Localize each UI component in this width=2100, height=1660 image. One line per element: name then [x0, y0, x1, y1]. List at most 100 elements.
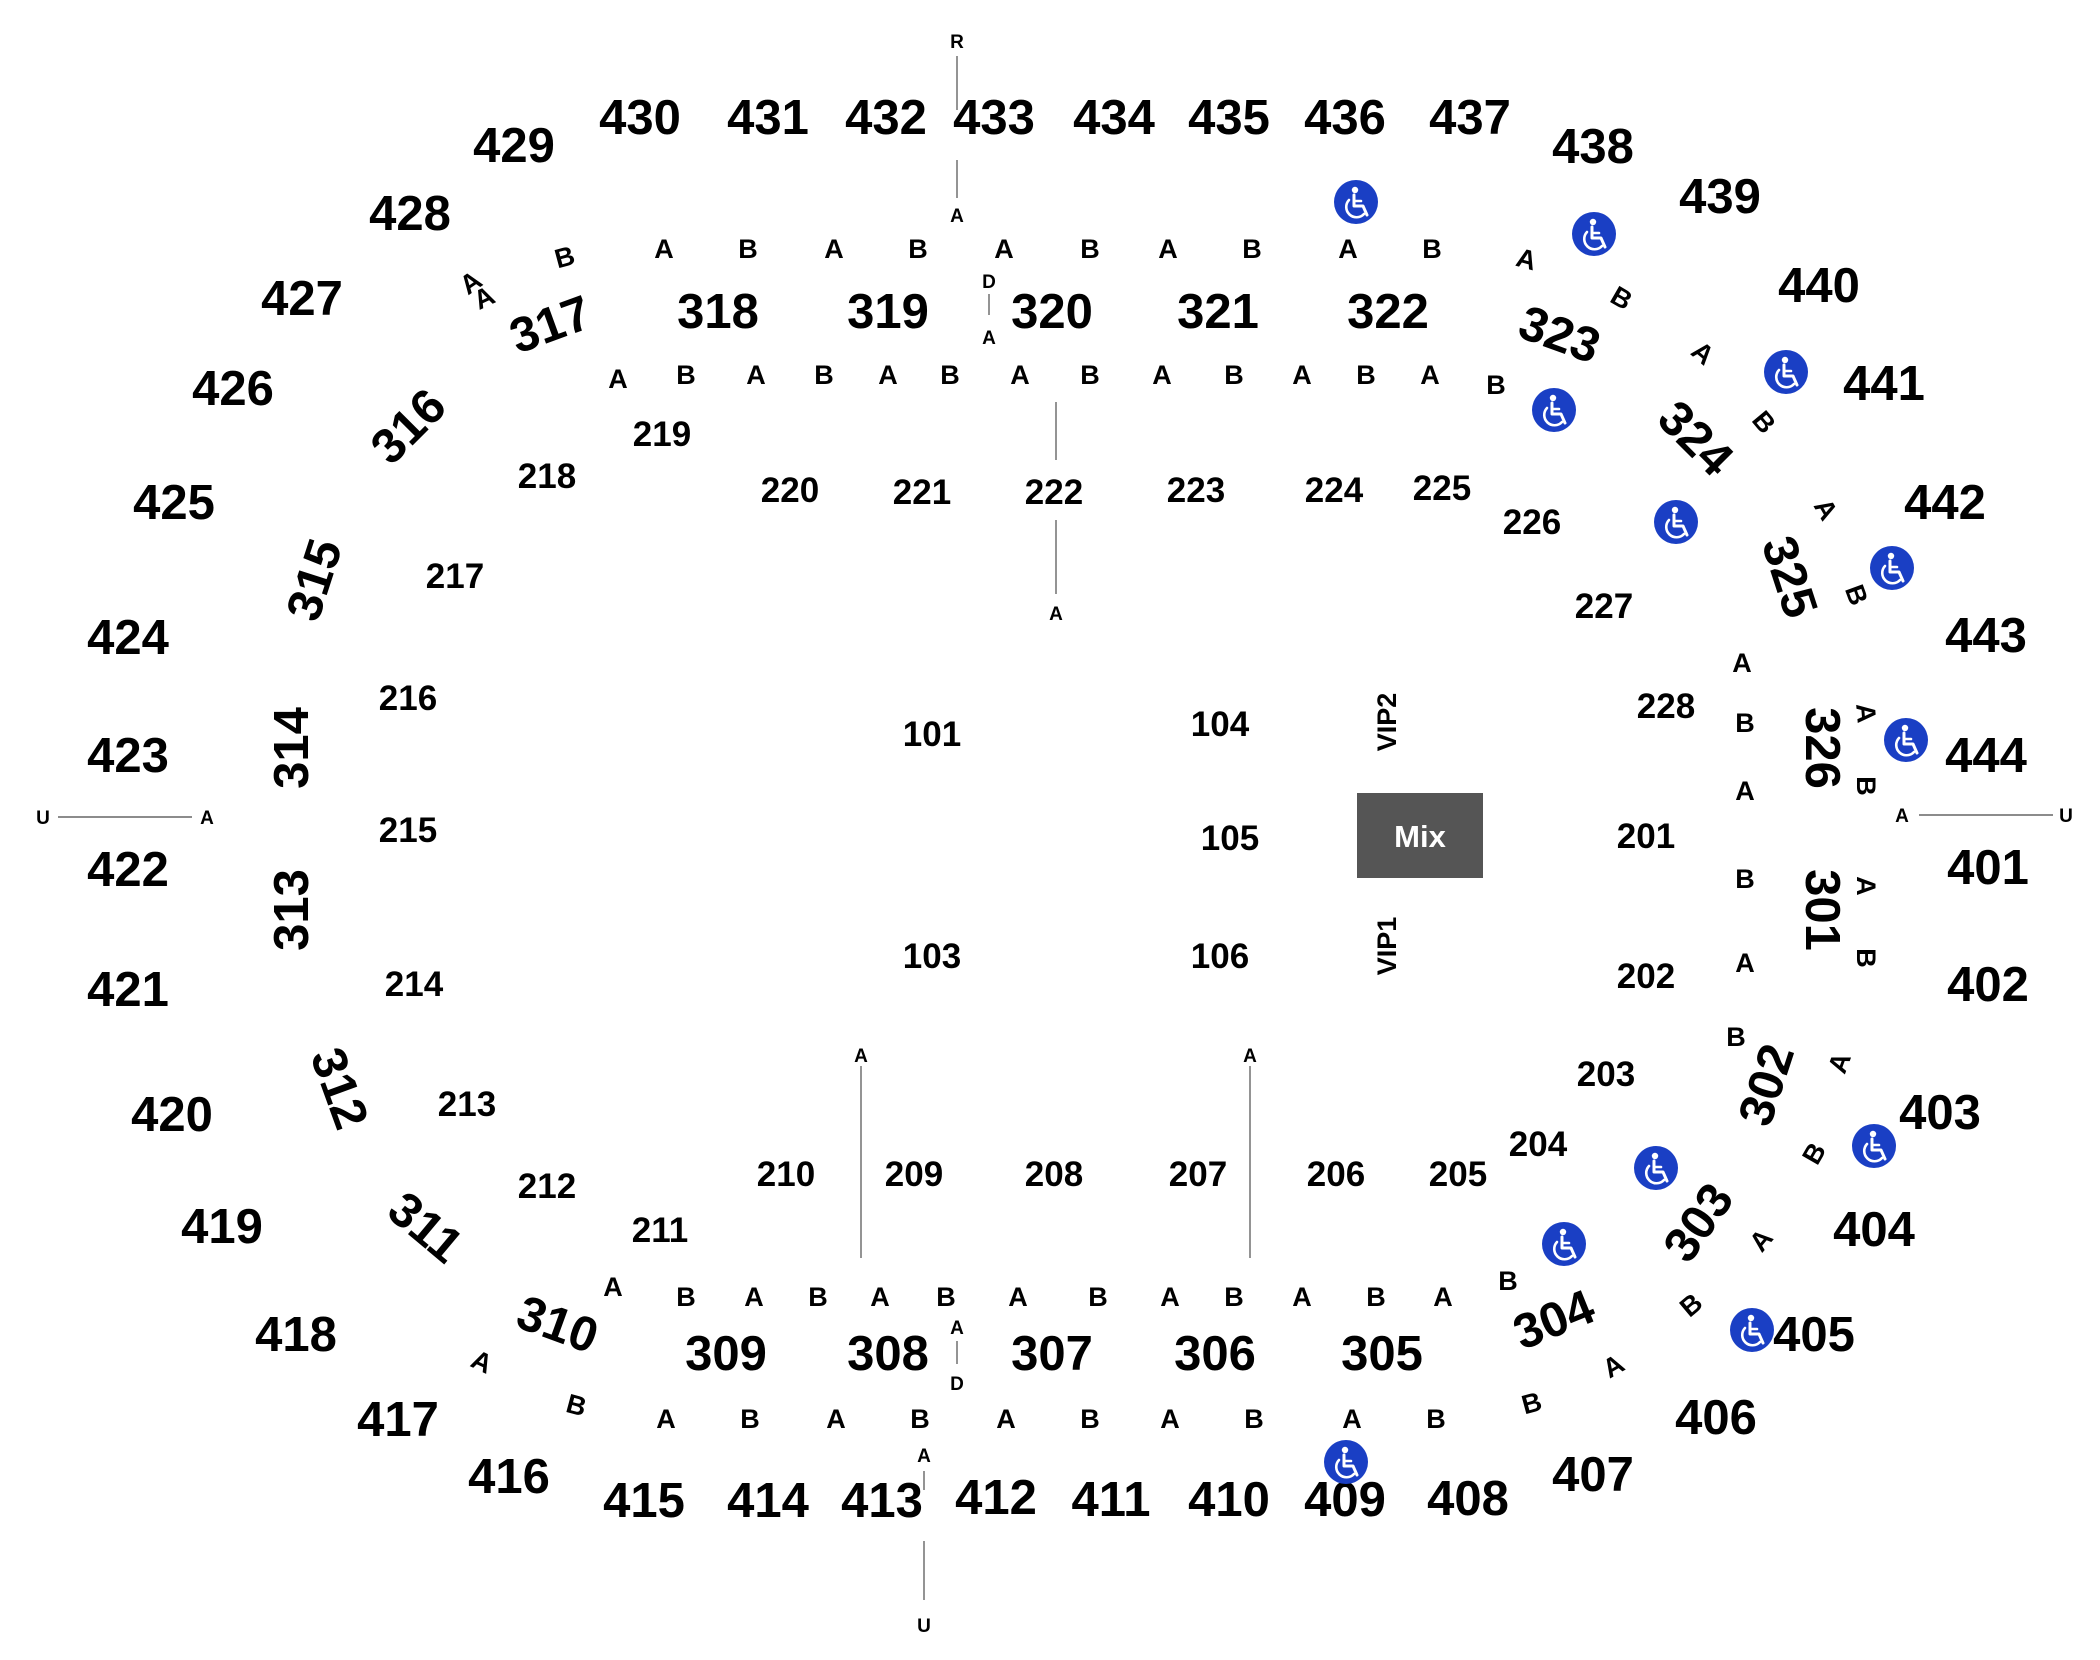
- section-324[interactable]: 324: [1647, 391, 1743, 487]
- section-407[interactable]: 407: [1552, 1448, 1634, 1502]
- section-317[interactable]: 317: [503, 286, 598, 365]
- section-205[interactable]: 205: [1429, 1155, 1487, 1194]
- section-421[interactable]: 421: [87, 963, 169, 1017]
- section-438[interactable]: 438: [1552, 120, 1634, 174]
- section-208[interactable]: 208: [1025, 1155, 1083, 1194]
- section-422[interactable]: 422: [87, 843, 169, 897]
- section-416[interactable]: 416: [468, 1450, 550, 1504]
- section-413[interactable]: 413: [841, 1474, 923, 1528]
- section-415[interactable]: 415: [603, 1474, 685, 1528]
- section-101[interactable]: 101: [903, 715, 961, 754]
- section-207[interactable]: 207: [1169, 1155, 1227, 1194]
- section-406[interactable]: 406: [1675, 1391, 1757, 1445]
- section-441[interactable]: 441: [1843, 357, 1925, 411]
- section-429[interactable]: 429: [473, 119, 555, 173]
- section-203[interactable]: 203: [1577, 1055, 1635, 1094]
- section-442[interactable]: 442: [1904, 476, 1986, 530]
- section-103[interactable]: 103: [903, 937, 961, 976]
- section-316[interactable]: 316: [361, 379, 457, 475]
- section-412[interactable]: 412: [955, 1471, 1037, 1525]
- section-303[interactable]: 303: [1653, 1174, 1744, 1272]
- section-313[interactable]: 313: [265, 869, 319, 951]
- section-401[interactable]: 401: [1947, 841, 2029, 895]
- section-430[interactable]: 430: [599, 91, 681, 145]
- section-414[interactable]: 414: [727, 1474, 809, 1528]
- section-428[interactable]: 428: [369, 187, 451, 241]
- section-435[interactable]: 435: [1188, 91, 1270, 145]
- section-221[interactable]: 221: [893, 473, 951, 512]
- section-402[interactable]: 402: [1947, 958, 2029, 1012]
- vip1-label[interactable]: VIP1: [1372, 917, 1402, 976]
- section-437[interactable]: 437: [1429, 91, 1511, 145]
- section-227[interactable]: 227: [1575, 587, 1633, 626]
- wheelchair-icon[interactable]: [1530, 386, 1578, 434]
- section-105[interactable]: 105: [1201, 819, 1259, 858]
- section-322[interactable]: 322: [1347, 285, 1429, 339]
- vip2-label[interactable]: VIP2: [1372, 693, 1402, 752]
- section-320[interactable]: 320: [1011, 285, 1093, 339]
- section-432[interactable]: 432: [845, 91, 927, 145]
- section-325[interactable]: 325: [1751, 530, 1828, 624]
- section-223[interactable]: 223: [1167, 471, 1225, 510]
- section-224[interactable]: 224: [1305, 471, 1364, 510]
- section-210[interactable]: 210: [757, 1155, 815, 1194]
- section-431[interactable]: 431: [727, 91, 809, 145]
- section-436[interactable]: 436: [1304, 91, 1386, 145]
- section-204[interactable]: 204: [1509, 1125, 1568, 1164]
- wheelchair-icon[interactable]: [1332, 178, 1380, 226]
- wheelchair-icon[interactable]: [1540, 1220, 1588, 1268]
- section-318[interactable]: 318: [677, 285, 759, 339]
- section-308[interactable]: 308: [847, 1327, 929, 1381]
- section-440[interactable]: 440: [1778, 259, 1860, 313]
- wheelchair-icon[interactable]: [1728, 1306, 1776, 1354]
- wheelchair-icon[interactable]: [1322, 1438, 1370, 1486]
- section-418[interactable]: 418: [255, 1308, 337, 1362]
- wheelchair-icon[interactable]: [1850, 1122, 1898, 1170]
- section-423[interactable]: 423: [87, 729, 169, 783]
- section-417[interactable]: 417: [357, 1393, 439, 1447]
- section-216[interactable]: 216: [379, 679, 437, 718]
- section-209[interactable]: 209: [885, 1155, 943, 1194]
- section-434[interactable]: 434: [1073, 91, 1155, 145]
- section-319[interactable]: 319: [847, 285, 929, 339]
- section-305[interactable]: 305: [1341, 1327, 1423, 1381]
- section-315[interactable]: 315: [276, 533, 353, 627]
- wheelchair-icon[interactable]: [1868, 544, 1916, 592]
- wheelchair-icon[interactable]: [1652, 498, 1700, 546]
- section-443[interactable]: 443: [1945, 609, 2027, 663]
- section-405[interactable]: 405: [1773, 1308, 1855, 1362]
- section-433[interactable]: 433: [953, 91, 1035, 145]
- section-225[interactable]: 225: [1413, 469, 1471, 508]
- section-425[interactable]: 425: [133, 476, 215, 530]
- section-426[interactable]: 426: [192, 362, 274, 416]
- section-206[interactable]: 206: [1307, 1155, 1365, 1194]
- section-439[interactable]: 439: [1679, 170, 1761, 224]
- wheelchair-icon[interactable]: [1762, 348, 1810, 396]
- section-427[interactable]: 427: [261, 272, 343, 326]
- mix-booth[interactable]: Mix: [1357, 793, 1483, 878]
- section-419[interactable]: 419: [181, 1200, 263, 1254]
- section-202[interactable]: 202: [1617, 957, 1675, 996]
- section-311[interactable]: 311: [378, 1182, 473, 1274]
- section-201[interactable]: 201: [1617, 817, 1675, 856]
- section-220[interactable]: 220: [761, 471, 819, 510]
- section-309[interactable]: 309: [685, 1327, 767, 1381]
- wheelchair-icon[interactable]: [1632, 1144, 1680, 1192]
- section-222[interactable]: 222: [1025, 473, 1083, 512]
- section-403[interactable]: 403: [1899, 1086, 1981, 1140]
- section-211[interactable]: 211: [632, 1211, 688, 1250]
- section-411[interactable]: 411: [1071, 1473, 1150, 1527]
- section-314[interactable]: 314: [265, 707, 319, 789]
- section-226[interactable]: 226: [1503, 503, 1561, 542]
- section-301[interactable]: 301: [1795, 869, 1849, 951]
- section-214[interactable]: 214: [385, 965, 444, 1004]
- section-408[interactable]: 408: [1427, 1472, 1509, 1526]
- section-404[interactable]: 404: [1833, 1203, 1915, 1257]
- section-228[interactable]: 228: [1637, 687, 1695, 726]
- section-326[interactable]: 326: [1795, 707, 1849, 789]
- section-219[interactable]: 219: [633, 415, 691, 454]
- section-217[interactable]: 217: [426, 557, 484, 596]
- section-106[interactable]: 106: [1191, 937, 1249, 976]
- section-307[interactable]: 307: [1011, 1327, 1093, 1381]
- section-306[interactable]: 306: [1174, 1327, 1256, 1381]
